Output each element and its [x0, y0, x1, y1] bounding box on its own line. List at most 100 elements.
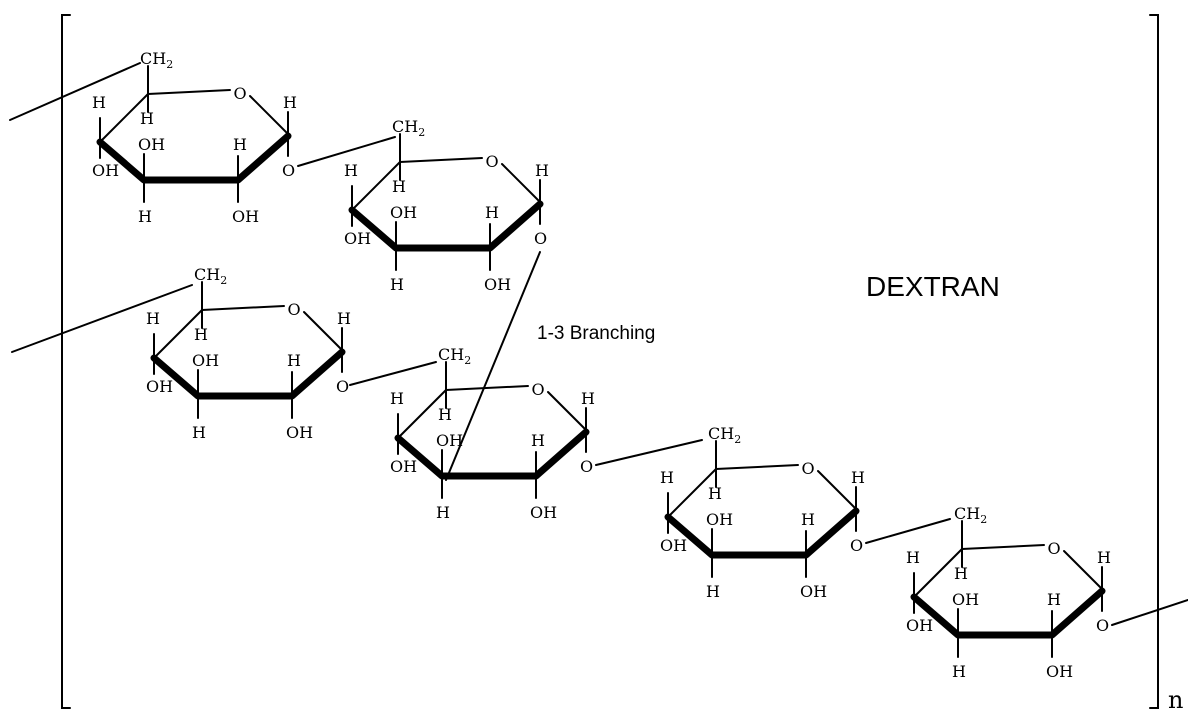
methylene-subscript: 2 — [980, 513, 987, 526]
hydrogen-label: H — [708, 484, 722, 503]
bond-chain-out — [1111, 599, 1188, 626]
bond-ring3-ring4 — [349, 361, 437, 386]
methylene-label: CH2 — [954, 504, 987, 526]
ring-front-edge — [150, 348, 346, 400]
hydrogen-label: H — [485, 203, 499, 222]
hydroxyl-label: OH — [436, 431, 463, 450]
ring-bond — [303, 311, 343, 351]
hydrogen-label: H — [581, 389, 595, 408]
ring-front-edge — [348, 200, 544, 252]
ring-bond — [399, 157, 483, 163]
hydrogen-label: H — [954, 564, 968, 583]
ring-oxygen-label: O — [801, 459, 814, 478]
hydrogen-label: H — [337, 309, 351, 328]
bond-1-3-branch — [445, 251, 541, 481]
ring-oxygen-label: O — [233, 84, 246, 103]
methylene-label: CH2 — [392, 117, 425, 139]
hydrogen-label: H — [392, 177, 406, 196]
hydroxyl-label: OH — [484, 275, 511, 294]
ring-oxygen-label: O — [1047, 539, 1060, 558]
hydroxyl-label: OH — [192, 351, 219, 370]
hydrogen-label: H — [436, 503, 450, 522]
hydroxyl-label: OH — [800, 582, 827, 601]
bond-chain-in-bottom — [11, 284, 193, 353]
branching-label: 1-3 Branching — [537, 323, 655, 344]
hydrogen-label: H — [952, 662, 966, 681]
ring-bond — [547, 391, 587, 431]
ring-bond — [667, 468, 717, 518]
repeat-bracket-left — [61, 14, 71, 709]
ring-bond — [99, 93, 149, 143]
hydrogen-label: H — [851, 468, 865, 487]
ring-oxygen-label: O — [531, 380, 544, 399]
hydroxyl-label: OH — [286, 423, 313, 442]
glycosidic-oxygen-label: O — [850, 536, 863, 555]
ring-oxygen-label: O — [287, 300, 300, 319]
hydrogen-label: H — [801, 510, 815, 529]
ring-front-edge — [96, 132, 292, 184]
hydroxyl-label: OH — [660, 536, 687, 555]
hydroxyl-label: OH — [138, 135, 165, 154]
hydrogen-label: H — [706, 582, 720, 601]
ring-front-edge — [394, 428, 590, 480]
ring-bond — [961, 544, 1045, 550]
hydroxyl-label: OH — [1046, 662, 1073, 681]
hydrogen-label: H — [438, 405, 452, 424]
ring-bond — [201, 305, 285, 311]
ring-bond — [715, 464, 799, 470]
methylene-subscript: 2 — [220, 274, 227, 287]
hydrogen-label: H — [531, 431, 545, 450]
methylene-subscript: 2 — [734, 433, 741, 446]
bond-ring1-ring2 — [297, 136, 396, 167]
methylene-label: CH2 — [708, 424, 741, 446]
hydrogen-label: H — [390, 275, 404, 294]
hydrogen-label: H — [390, 389, 404, 408]
bond-ring5-ring6 — [865, 518, 951, 544]
glycosidic-bonds — [9, 62, 1188, 626]
hydroxyl-label: OH — [952, 590, 979, 609]
hydrogen-label: H — [660, 468, 674, 487]
bond-ring4-ring5 — [595, 439, 703, 466]
ring-bond — [397, 389, 447, 439]
ring-bond — [351, 161, 401, 211]
hydrogen-label: H — [1097, 548, 1111, 567]
hydroxyl-label: OH — [232, 207, 259, 226]
hydroxyl-label: OH — [146, 377, 173, 396]
bond-chain-in-top — [9, 62, 141, 121]
hydroxyl-label: OH — [706, 510, 733, 529]
hydroxyl-label: OH — [344, 229, 371, 248]
repeat-count-label: n — [1168, 686, 1183, 710]
hydrogen-label: H — [233, 135, 247, 154]
methylene-subscript: 2 — [418, 126, 425, 139]
hydrogen-label: H — [535, 161, 549, 180]
ring-bond — [153, 309, 203, 359]
hydroxyl-label: OH — [92, 161, 119, 180]
ring-bond — [147, 89, 231, 95]
hydrogen-label: H — [92, 93, 106, 112]
hydroxyl-label: OH — [390, 457, 417, 476]
hydrogen-label: H — [140, 109, 154, 128]
hydrogen-label: H — [138, 207, 152, 226]
hydrogen-label: H — [146, 309, 160, 328]
glycosidic-oxygen-label: O — [336, 377, 349, 396]
methylene-label: CH2 — [140, 49, 173, 71]
hydroxyl-label: OH — [390, 203, 417, 222]
ring-oxygen-label: O — [485, 152, 498, 171]
ring-front-edge — [910, 587, 1106, 639]
methylene-subscript: 2 — [166, 58, 173, 71]
ring-front-edge — [664, 507, 860, 559]
hydroxyl-label: OH — [906, 616, 933, 635]
hydrogen-label: H — [192, 423, 206, 442]
ring-bond — [249, 95, 289, 135]
glycosidic-oxygen-label: O — [282, 161, 295, 180]
ring-bond — [1063, 550, 1103, 590]
hydrogen-label: H — [194, 325, 208, 344]
hydrogen-label: H — [344, 161, 358, 180]
hydrogen-label: H — [287, 351, 301, 370]
methylene-label: CH2 — [194, 265, 227, 287]
